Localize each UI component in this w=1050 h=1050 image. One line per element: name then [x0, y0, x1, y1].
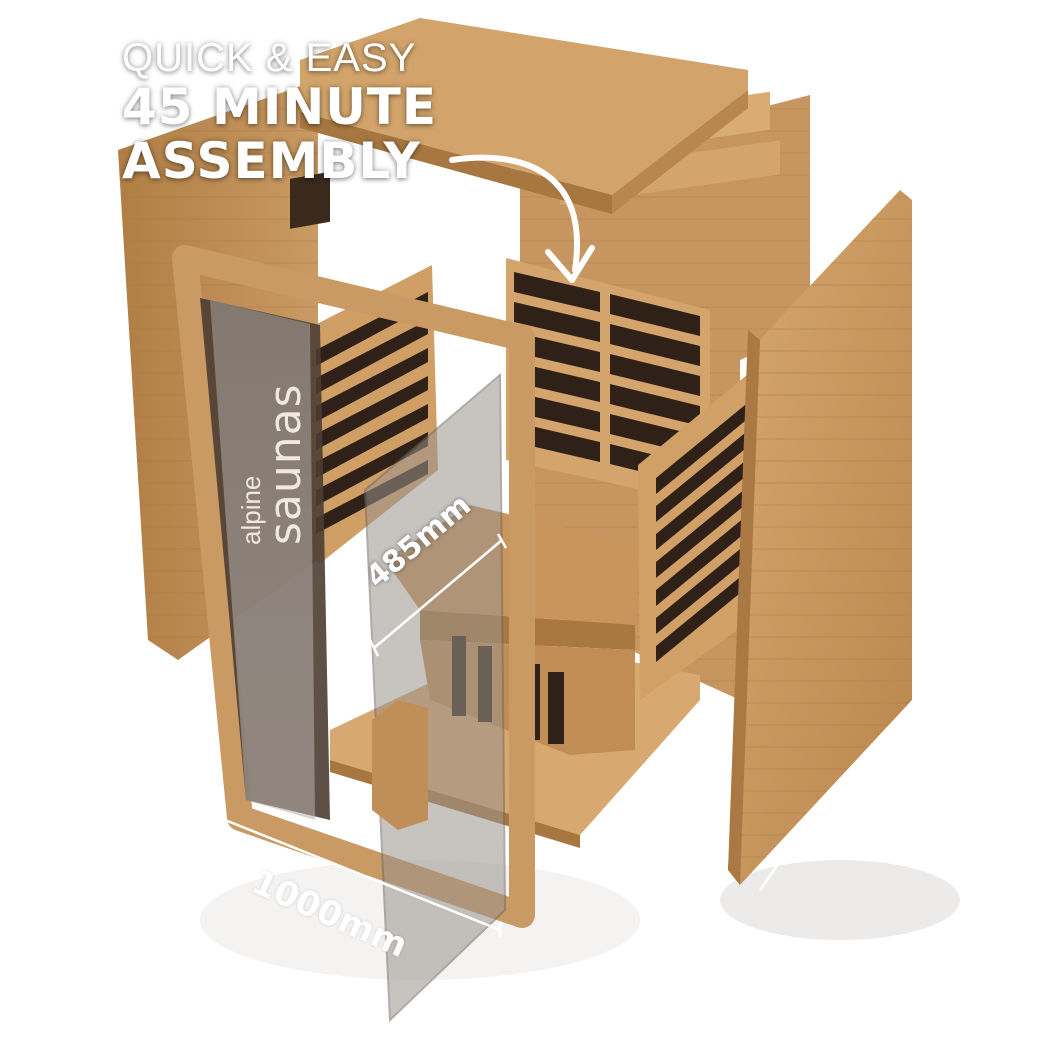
right-wall-panel [728, 190, 912, 885]
headline: QUICK & EASY 45 MINUTE ASSEMBLY [122, 36, 437, 188]
headline-line2: 45 MINUTE [122, 78, 438, 136]
front-frame [172, 171, 535, 928]
dimension-lines [223, 533, 832, 938]
headline-line1: QUICK & EASY [122, 36, 417, 80]
headline-line3: ASSEMBLY [122, 132, 421, 190]
curved-arrow-icon [449, 154, 595, 283]
brand-logo: alpine saunas [236, 383, 311, 545]
right-heater-panel [638, 360, 765, 700]
roof-panel [300, 18, 748, 214]
brand-big: saunas [260, 383, 311, 545]
floor-shadow [720, 860, 960, 940]
glass-door [363, 372, 507, 1023]
stopwatch-icon [39, 42, 109, 127]
